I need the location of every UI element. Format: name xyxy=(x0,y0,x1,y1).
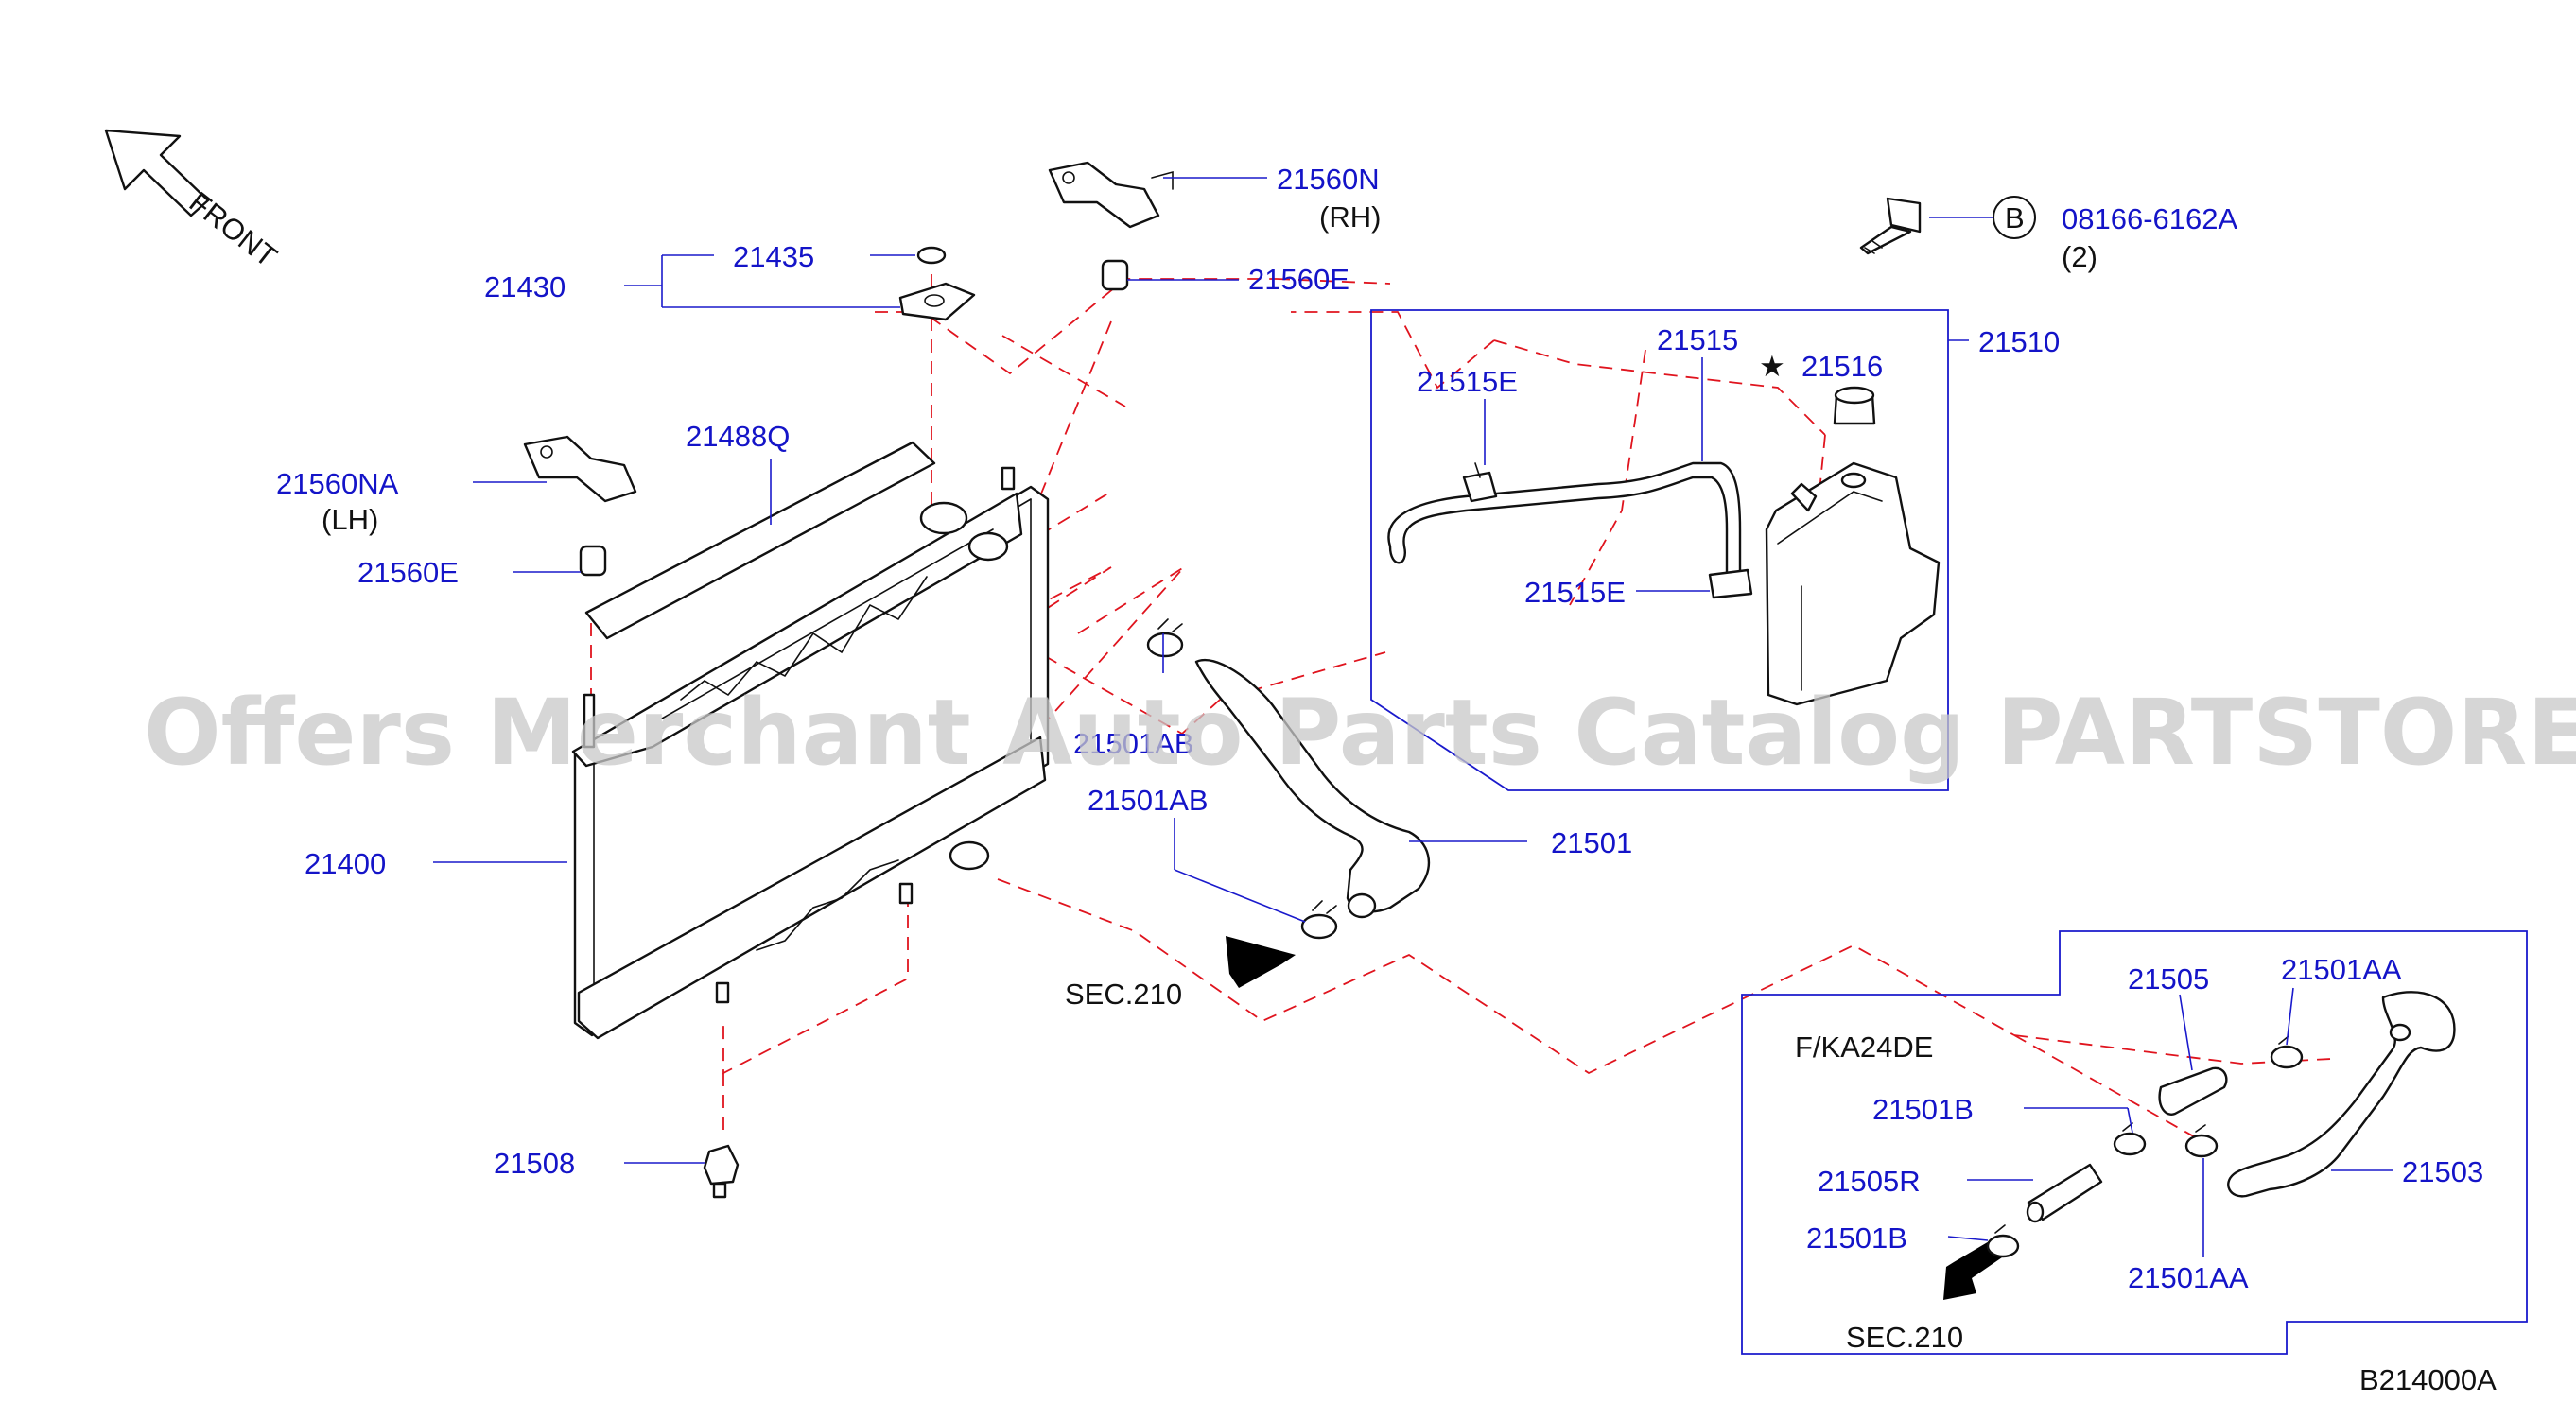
section-arrow-icon-1 xyxy=(1226,936,1296,988)
label-21503: 21503 xyxy=(2402,1155,2483,1188)
label-21400: 21400 xyxy=(305,847,386,880)
leader-lines xyxy=(433,177,2393,1257)
reservoir-cap xyxy=(1833,386,1876,425)
label-21560E-upper: 21560E xyxy=(1248,263,1349,296)
mount-bushing-lower xyxy=(579,545,607,577)
hose-clamp-21501B-lower xyxy=(1986,1224,2020,1258)
label-21560E-lower: 21560E xyxy=(357,556,459,589)
section-arrow-icon-2 xyxy=(1943,1240,2005,1300)
drain-cock xyxy=(703,1144,740,1199)
lower-radiator-hose xyxy=(2227,991,2456,1198)
radiator-seal-strip xyxy=(584,441,936,640)
label-21515E-lower: 21515E xyxy=(1524,576,1626,609)
radiator-cap-seal xyxy=(916,246,947,265)
overflow-hose xyxy=(1387,461,1742,579)
upper-radiator-hose xyxy=(1194,659,1431,919)
front-label: FRONT xyxy=(183,185,284,273)
radiator-core xyxy=(571,466,1050,1040)
bolt-badge-circle xyxy=(1993,196,2036,239)
hose-clip-upper xyxy=(1462,462,1498,503)
engine-variant-box xyxy=(1741,930,2528,1355)
diagram-code: B214000A xyxy=(2359,1363,2497,1396)
label-21515E-upper: 21515E xyxy=(1417,365,1518,398)
label-21501AA-lower: 21501AA xyxy=(2128,1261,2249,1294)
label-21505R: 21505R xyxy=(1818,1165,1921,1198)
section-ref-2: SEC.210 xyxy=(1846,1321,1963,1354)
hose-clamp-21501B-upper xyxy=(2113,1122,2147,1156)
section-ref-1: SEC.210 xyxy=(1065,978,1182,1011)
label-21516: 21516 xyxy=(1801,350,1883,383)
water-pipe-21505R xyxy=(2026,1163,2103,1223)
reservoir-bolt xyxy=(1859,197,1922,255)
hose-clamp-21501AA-lower xyxy=(2184,1124,2219,1158)
label-lh: (LH) xyxy=(322,503,378,536)
water-pipe-21505 xyxy=(2158,1066,2228,1116)
label-21501: 21501 xyxy=(1551,826,1632,859)
reservoir-tank xyxy=(1765,461,1941,706)
hose-clip-lower xyxy=(1708,568,1753,599)
mount-bushing-upper xyxy=(1101,259,1129,291)
label-21501AA-upper: 21501AA xyxy=(2281,953,2402,986)
label-21560NA: 21560NA xyxy=(276,467,399,500)
reservoir-assembly-box xyxy=(1370,309,1949,791)
bolt-badge-letter: B xyxy=(2005,201,2025,234)
label-bolt-qty: (2) xyxy=(2062,240,2097,273)
watermark: Offers Merchant Auto Parts Catalog PARTS… xyxy=(144,680,2576,786)
label-rh: (RH) xyxy=(1319,200,1381,234)
label-21508: 21508 xyxy=(494,1147,575,1180)
label-21501B-upper: 21501B xyxy=(1872,1093,1974,1126)
label-21501AB-lower: 21501AB xyxy=(1088,784,1209,817)
mounting-bracket-lh xyxy=(523,435,637,503)
engine-variant-note: F/KA24DE xyxy=(1795,1031,1933,1064)
label-21560N: 21560N xyxy=(1277,163,1380,196)
mounting-bracket-rh xyxy=(1048,161,1174,229)
hose-clamp-lower xyxy=(1300,900,1338,940)
label-21501B-lower: 21501B xyxy=(1806,1221,1907,1255)
star-mark: ★ xyxy=(1759,350,1785,383)
label-21505: 21505 xyxy=(2128,962,2209,996)
label-21430: 21430 xyxy=(484,270,566,303)
hose-clamp-upper xyxy=(1146,618,1184,658)
label-21510: 21510 xyxy=(1978,325,2060,358)
label-21488Q: 21488Q xyxy=(686,420,790,453)
label-21501AB-upper: 21501AB xyxy=(1073,727,1194,760)
label-21435: 21435 xyxy=(733,240,814,273)
label-21515: 21515 xyxy=(1657,323,1738,356)
label-08166-6162A: 08166-6162A xyxy=(2062,202,2237,235)
radiator-cap xyxy=(898,282,976,321)
front-arrow-icon xyxy=(104,129,210,217)
